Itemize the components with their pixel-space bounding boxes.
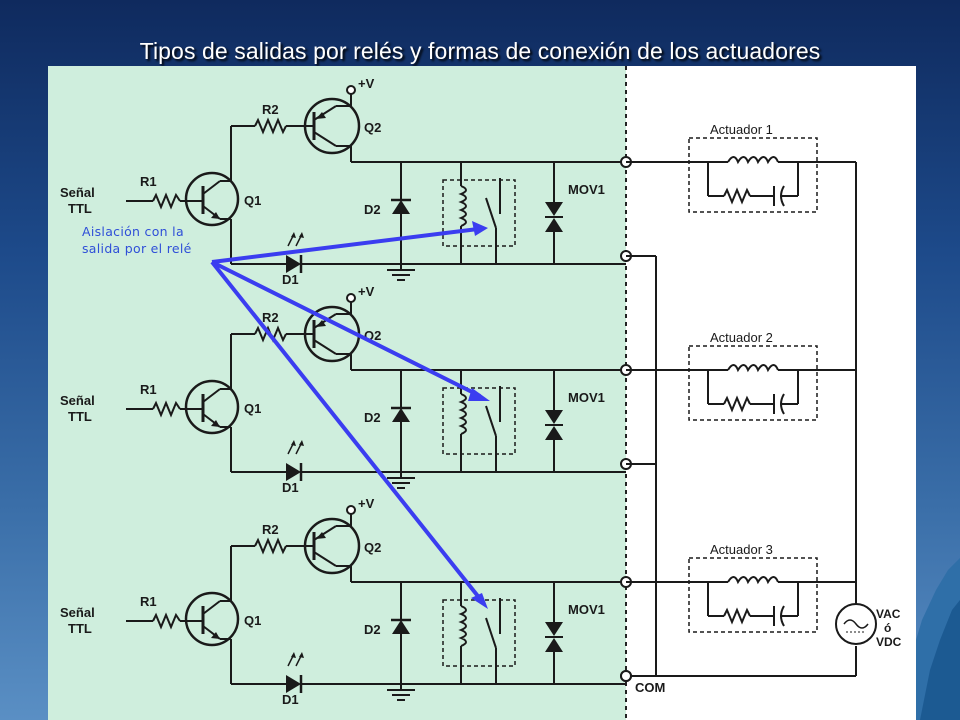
com-label: COM <box>635 680 665 695</box>
actuator-1-label: Actuador 1 <box>710 122 773 137</box>
svg-text:D2: D2 <box>364 202 381 217</box>
module-3-labels: Señal TTL R1 Q1 R2 Q2 +V D2 D1 MOV1 Actu… <box>60 496 773 707</box>
svg-text:R2: R2 <box>262 522 279 537</box>
svg-text:R1: R1 <box>140 594 157 609</box>
svg-text:R1: R1 <box>140 382 157 397</box>
svg-text:D1: D1 <box>282 272 299 287</box>
svg-text:Señal: Señal <box>60 605 95 620</box>
arrow-to-relay-3 <box>210 260 483 602</box>
supply-label: VAC <box>876 607 901 621</box>
svg-text:R2: R2 <box>262 310 279 325</box>
svg-text:Q1: Q1 <box>244 613 261 628</box>
svg-text:ó: ó <box>884 621 891 635</box>
svg-text:D2: D2 <box>364 622 381 637</box>
annotation-line-1: Aislación con la <box>82 224 184 239</box>
svg-text:R1: R1 <box>140 174 157 189</box>
svg-text:VDC: VDC <box>876 635 902 649</box>
module-1-labels: Señal TTL R1 Q1 R2 Q2 +V D2 D1 MOV1 Actu… <box>60 76 773 287</box>
svg-text:+V: +V <box>358 76 375 91</box>
circuit-svg: Señal TTL R1 Q1 R2 Q2 +V D2 D1 MOV1 Actu… <box>48 66 902 720</box>
svg-text:TTL: TTL <box>68 409 92 424</box>
svg-text:Q2: Q2 <box>364 540 381 555</box>
actuator-2-label: Actuador 2 <box>710 330 773 345</box>
svg-text:TTL: TTL <box>68 201 92 216</box>
svg-text:D2: D2 <box>364 410 381 425</box>
isolation-annotation: Aislación con la salida por el relé <box>82 223 222 257</box>
svg-text:+V: +V <box>358 284 375 299</box>
signal-label: Señal <box>60 185 95 200</box>
svg-text:R2: R2 <box>262 102 279 117</box>
svg-text:D1: D1 <box>282 480 299 495</box>
actuator-3-label: Actuador 3 <box>710 542 773 557</box>
svg-text:Q1: Q1 <box>244 193 261 208</box>
svg-text:Señal: Señal <box>60 393 95 408</box>
svg-text:Q1: Q1 <box>244 401 261 416</box>
annotation-arrows <box>210 221 490 609</box>
module-2-labels: Señal TTL R1 Q1 R2 Q2 +V D2 D1 MOV1 Actu… <box>60 284 773 495</box>
annotation-line-2: salida por el relé <box>82 241 192 256</box>
svg-text:D1: D1 <box>282 692 299 707</box>
svg-text:+V: +V <box>358 496 375 511</box>
arrow-to-relay-1 <box>211 227 479 264</box>
svg-text:MOV1: MOV1 <box>568 182 605 197</box>
control-panel-background <box>48 66 626 720</box>
relay-circuit-diagram: Señal TTL R1 Q1 R2 Q2 +V D2 D1 MOV1 Actu… <box>48 66 916 720</box>
svg-text:MOV1: MOV1 <box>568 602 605 617</box>
svg-text:Q2: Q2 <box>364 120 381 135</box>
svg-text:TTL: TTL <box>68 621 92 636</box>
slide-title: Tipos de salidas por relés y formas de c… <box>139 38 821 64</box>
arrow-to-relay-2 <box>211 260 481 398</box>
svg-text:MOV1: MOV1 <box>568 390 605 405</box>
